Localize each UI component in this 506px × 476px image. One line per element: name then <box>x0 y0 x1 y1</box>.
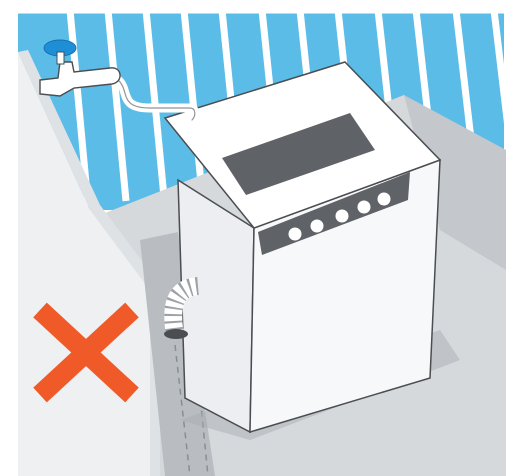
panel-button-5[interactable] <box>378 193 391 206</box>
panel-button-1[interactable] <box>289 228 302 241</box>
drain-opening <box>164 329 188 339</box>
panel-button-2[interactable] <box>311 220 324 233</box>
panel-button-3[interactable] <box>336 210 349 223</box>
faucet-stem <box>57 52 64 64</box>
panel-button-4[interactable] <box>358 201 371 214</box>
